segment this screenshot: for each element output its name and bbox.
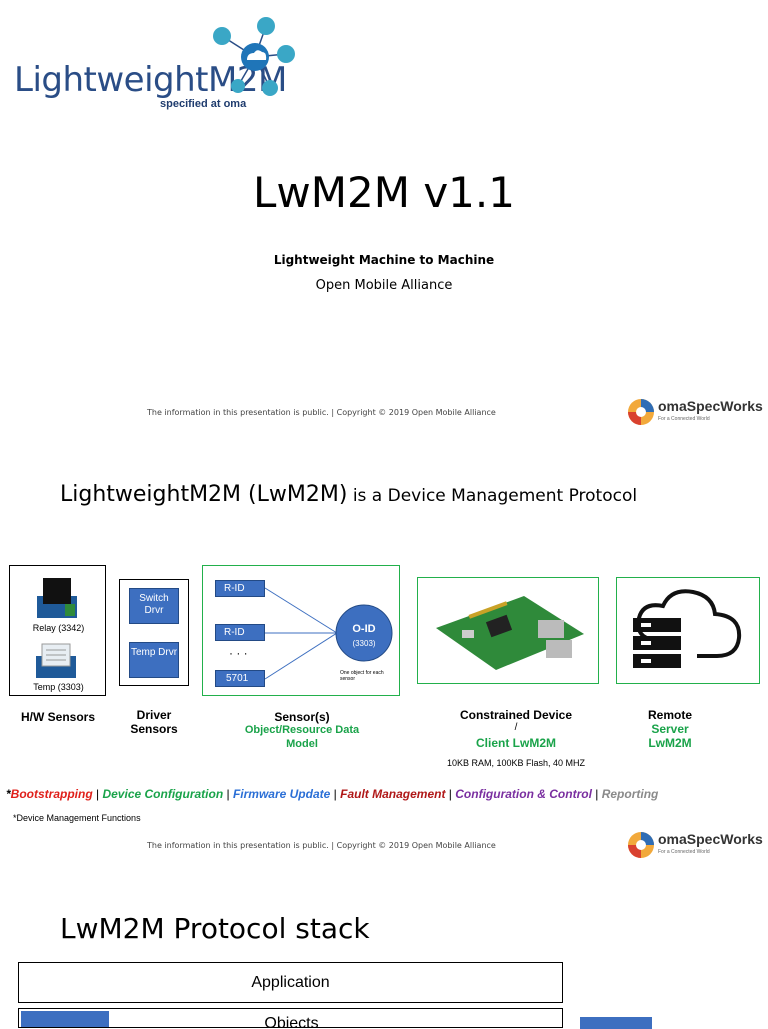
hw-sensors-box: Relay (3342) Temp (3303) — [9, 565, 106, 696]
resource-ellipsis: · · · — [229, 646, 248, 660]
oma-brand: omaSpecWorks — [658, 398, 763, 414]
protocol-stack-slide: LwM2M Protocol stack Application Objects — [0, 870, 768, 1029]
function-item: Configuration & Control — [455, 787, 592, 801]
temp-label: Temp (3303) — [33, 682, 84, 692]
oma-brand-logo: omaSpecWorks For a Connected World — [626, 395, 763, 431]
function-separator: | — [223, 787, 233, 801]
oma-brand: omaSpecWorks — [658, 831, 763, 847]
relay-label: Relay (3342) — [32, 623, 85, 633]
object-id-label: O-ID — [352, 623, 376, 635]
object-model-box: R-ID R-ID · · · 5701 O-ID (3303) One obj… — [202, 565, 400, 696]
constrained-device-label: Constrained Device — [459, 708, 573, 722]
objects-block — [21, 1011, 109, 1027]
relay-module-icon — [37, 578, 77, 618]
object-id-number: (3303) — [352, 639, 376, 648]
temp-sensor-icon — [36, 643, 76, 678]
resource-5701: 5701 — [215, 670, 265, 687]
slide3-title: LwM2M Protocol stack — [60, 912, 370, 945]
slide-title: LwM2M v1.1 — [253, 168, 515, 217]
protocol-overview-slide: LightweightM2M (LwM2M) is a Device Manag… — [0, 440, 768, 870]
slide2-title: LightweightM2M (LwM2M) is a Device Manag… — [60, 482, 637, 507]
function-separator: | — [330, 787, 341, 801]
slash-label: / — [514, 722, 518, 733]
slide2-footer: The information in this presentation is … — [147, 841, 496, 850]
function-item: Fault Management — [340, 787, 446, 801]
resource-id-2: R-ID — [215, 624, 265, 641]
oma-brand-tag: For a Connected World — [658, 416, 710, 422]
oma-swirl-icon — [628, 832, 654, 858]
one-object-note: One object for each sensor — [340, 670, 384, 682]
slide1-footer: The information in this presentation is … — [147, 408, 496, 417]
slide2-title-main: LightweightM2M (LwM2M) — [60, 482, 348, 507]
logo-tagline: specified at oma — [160, 98, 247, 110]
function-item: Device Configuration — [102, 787, 224, 801]
function-separator: | — [445, 787, 456, 801]
function-item: Bootstrapping — [10, 787, 93, 801]
raspberry-pi-icon — [436, 596, 584, 670]
title-slide: LightweightM2M specified at oma LwM2M v1… — [0, 0, 768, 440]
function-separator: | — [92, 787, 103, 801]
resource-links — [264, 587, 393, 680]
functions-star: * — [6, 787, 11, 801]
remote-label: Remote — [647, 708, 692, 722]
remote-server-box — [616, 577, 760, 684]
cloud-server-icon — [633, 589, 742, 668]
switch-driver-block: Switch Drvr — [129, 588, 179, 624]
oma-swirl-icon — [628, 399, 654, 425]
temp-driver-block: Temp Drvr — [129, 642, 179, 678]
sensors-label: Sensor(s) — [274, 710, 330, 724]
side-block — [580, 1017, 652, 1029]
device-management-functions: *Bootstrapping | Device Configuration | … — [6, 785, 658, 803]
server-lwm2m-label: Server LwM2M — [648, 722, 692, 750]
subtitle-1: Lightweight Machine to Machine — [273, 253, 495, 267]
slide2-title-rest: is a Device Management Protocol — [347, 486, 638, 506]
function-item: Firmware Update — [232, 787, 331, 801]
objects-label: Objects — [264, 1015, 319, 1028]
driver-box: Switch Drvr Temp Drvr — [119, 579, 189, 686]
driver-sensors-label: Driver Sensors — [130, 708, 178, 736]
oma-brand-logo-2: omaSpecWorks For a Connected World — [626, 828, 763, 864]
client-lwm2m-label: Client LwM2M — [476, 736, 556, 750]
functions-note: *Device Management Functions — [13, 813, 141, 823]
network-logo-icon — [213, 17, 295, 96]
function-item: Reporting — [601, 787, 659, 801]
subtitle-2: Open Mobile Alliance — [315, 278, 453, 293]
hw-sensors-label: H/W Sensors — [20, 710, 95, 724]
device-specs: 10KB RAM, 100KB Flash, 40 MHZ — [446, 758, 586, 768]
constrained-device-box — [417, 577, 599, 684]
data-model-label: Object/Resource Data Model — [244, 724, 360, 750]
objects-layer: Objects — [18, 1008, 563, 1028]
application-layer: Application — [18, 962, 563, 1003]
function-separator: | — [591, 787, 602, 801]
resource-id-1: R-ID — [215, 580, 265, 597]
oma-brand-tag: For a Connected World — [658, 849, 710, 855]
